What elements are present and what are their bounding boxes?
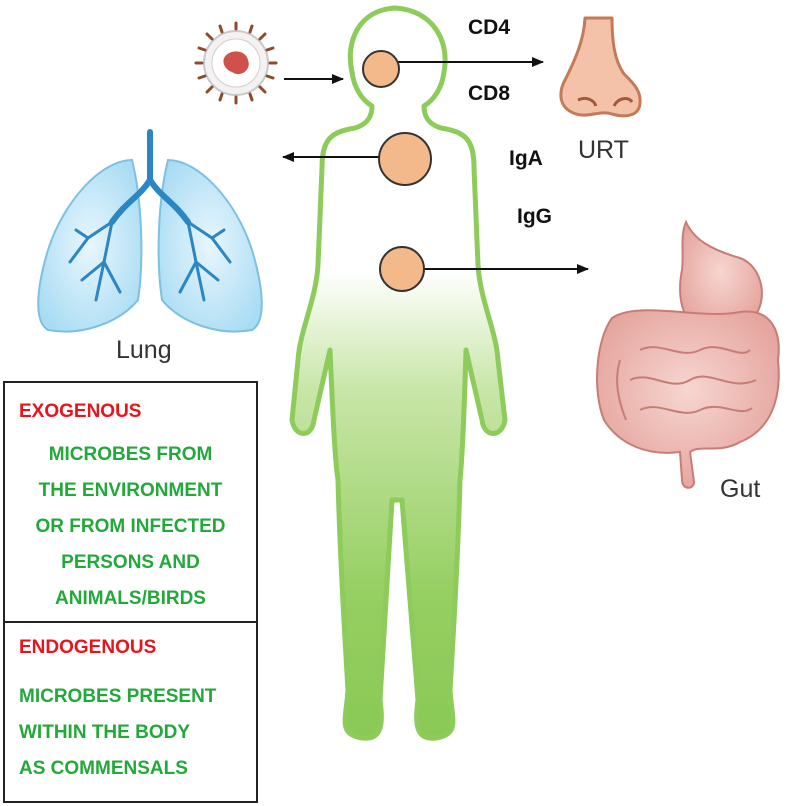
node-head: [362, 50, 400, 88]
exogenous-line: OR FROM INFECTED: [35, 516, 226, 537]
endogenous-line: AS COMMENSALS: [19, 758, 188, 779]
label-igg: IgG: [517, 205, 552, 228]
exogenous-line: THE ENVIRONMENT: [38, 480, 223, 501]
immune-nodes: [362, 50, 432, 292]
node-chest: [378, 132, 432, 186]
lung-icon: [37, 129, 263, 333]
human-body-icon: [289, 5, 508, 741]
label-cd8: CD8: [468, 82, 511, 105]
exogenous-box: EXOGENOUS MICROBES FROM THE ENVIRONMENT …: [3, 381, 258, 623]
gut-icon: [596, 219, 780, 489]
label-urt: URT: [578, 136, 629, 164]
exogenous-description: MICROBES FROM THE ENVIRONMENT OR FROM IN…: [5, 437, 256, 617]
exogenous-line: MICROBES FROM: [48, 444, 213, 465]
exogenous-line: ANIMALS/BIRDS: [55, 588, 206, 609]
exogenous-line: PERSONS AND: [61, 552, 200, 573]
label-gut: Gut: [720, 475, 761, 503]
nose-icon: [559, 16, 642, 118]
endogenous-line: WITHIN THE BODY: [19, 722, 190, 743]
virus-icon: [194, 21, 278, 105]
label-lung: Lung: [116, 336, 172, 364]
endogenous-heading: ENDOGENOUS: [19, 637, 157, 658]
node-abdomen: [379, 246, 425, 292]
endogenous-description: MICROBES PRESENT WITHIN THE BODY AS COMM…: [19, 679, 216, 787]
endogenous-line: MICROBES PRESENT: [19, 686, 217, 707]
endogenous-box: ENDOGENOUS MICROBES PRESENT WITHIN THE B…: [3, 621, 258, 803]
exogenous-heading: EXOGENOUS: [19, 401, 142, 422]
label-cd4: CD4: [468, 16, 511, 39]
label-iga: IgA: [509, 147, 543, 170]
